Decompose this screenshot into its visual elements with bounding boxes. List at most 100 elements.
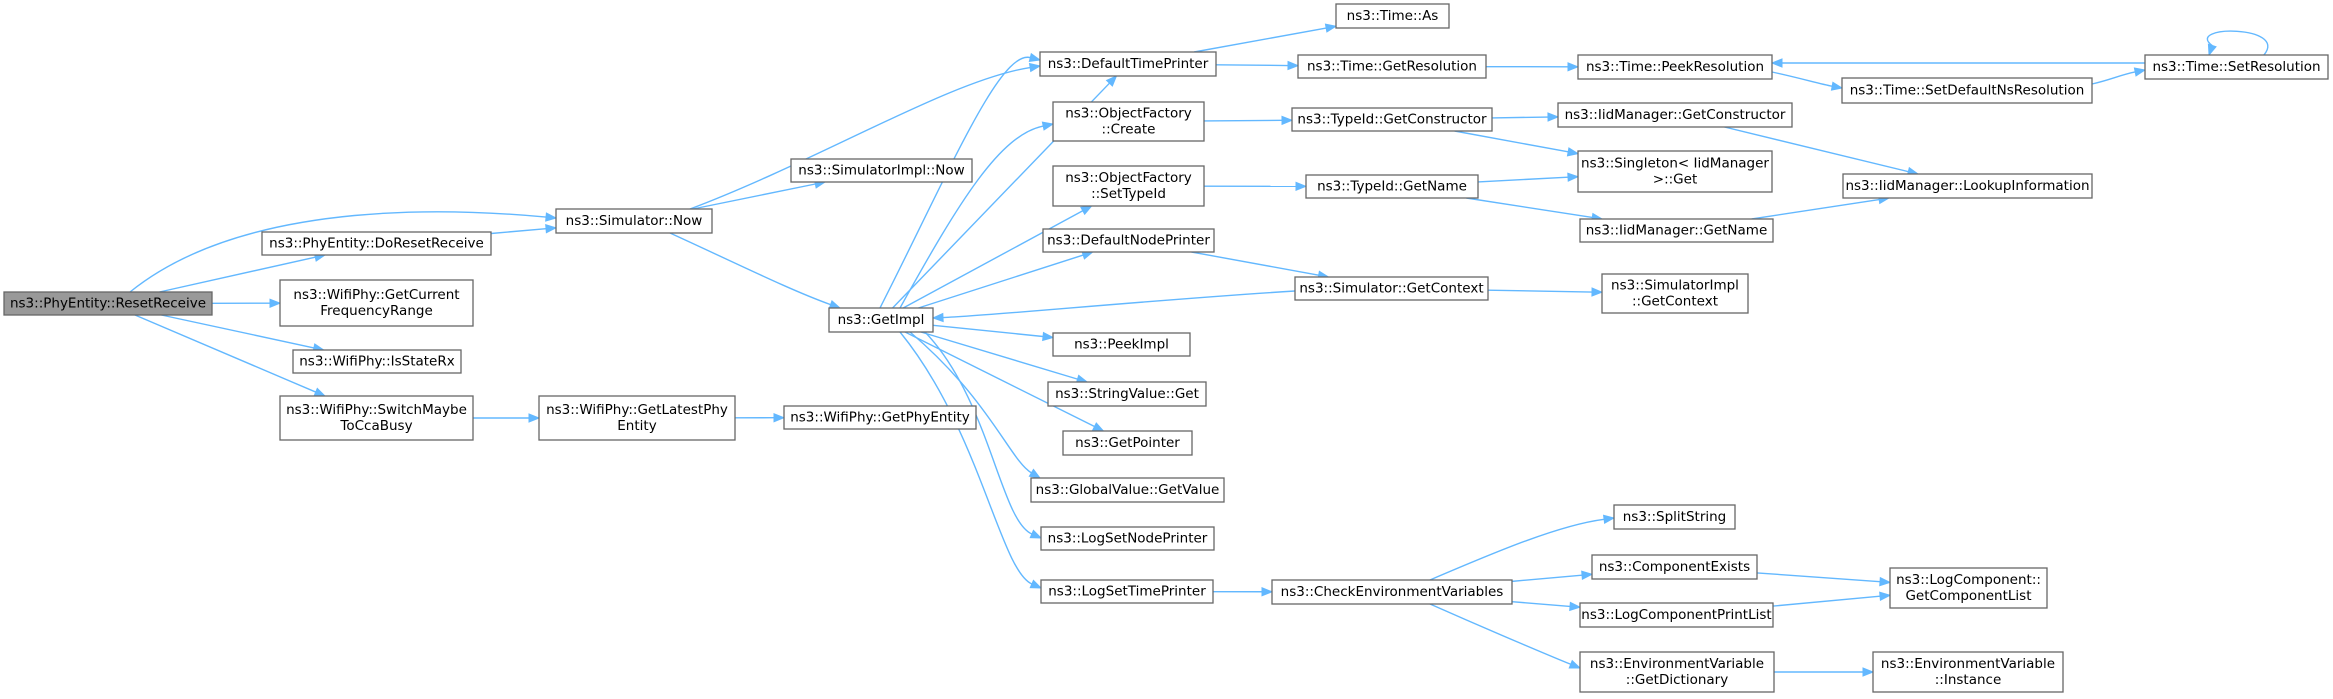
node-checkenvironmentvariables[interactable]: ns3::CheckEnvironmentVariables [1271, 579, 1513, 605]
node-logcomponent-getcomponentlist[interactable]: ns3::LogComponent::GetComponentList [1889, 567, 2048, 609]
edge-phyentity-resetreceive-to-wifiphy-switchmaybetoccabusy [134, 314, 327, 397]
edge-line [1487, 289, 1593, 293]
node-defaultnodeprinter[interactable]: ns3::DefaultNodePrinter [1042, 228, 1215, 253]
node-splitstring[interactable]: ns3::SplitString [1613, 504, 1736, 530]
arrowhead [1028, 52, 1042, 63]
arrowhead [1028, 468, 1042, 479]
node-time-setdefaultnsresolution[interactable]: ns3::Time::SetDefaultNsResolution [1841, 77, 2093, 104]
edge-wifiphy-switchmaybetoccabusy-to-wifiphy-getlatestphyentity [473, 413, 541, 423]
node-objectfactory-create[interactable]: ns3::ObjectFactory::Create [1052, 101, 1205, 142]
arrowhead [1029, 529, 1043, 539]
node-label: ns3::SimulatorImpl::Now [798, 163, 964, 179]
node-logsettimeprinter[interactable]: ns3::LogSetTimePrinter [1040, 579, 1214, 604]
node-iidmanager-getconstructor[interactable]: ns3::IidManager::GetConstructor [1557, 102, 1793, 128]
edge-line [1511, 601, 1571, 608]
node-typeid-getconstructor[interactable]: ns3::TypeId::GetConstructor [1291, 107, 1493, 132]
arrowhead [1567, 62, 1580, 72]
node-label: ns3::ObjectFactory [1065, 170, 1192, 186]
edge-line [924, 331, 1033, 535]
node-iidmanager-lookupinformation[interactable]: ns3::IidManager::LookupInformation [1842, 173, 2093, 199]
node-time-as[interactable]: ns3::Time::As [1335, 3, 1450, 29]
node-label: ns3::WifiPhy::GetCurrent [293, 287, 459, 303]
node-phyentity-doresetreceive[interactable]: ns3::PhyEntity::DoResetReceive [261, 231, 492, 256]
arrowhead [2133, 67, 2147, 77]
node-time-peekresolution[interactable]: ns3::Time::PeekResolution [1577, 54, 1773, 80]
edge-line [1194, 27, 1327, 53]
arrowhead [1105, 75, 1118, 87]
node-box [261, 231, 492, 256]
arrowhead [773, 412, 786, 423]
edge-line [134, 314, 316, 393]
node-time-getresolution[interactable]: ns3::Time::GetResolution [1297, 54, 1487, 79]
node-phyentity-resetreceive[interactable]: ns3::PhyEntity::ResetReceive [3, 291, 213, 316]
edge-line [1429, 518, 1605, 581]
arrowhead [1287, 60, 1300, 71]
node-wifiphy-isstaterx[interactable]: ns3::WifiPhy::IsStateRx [292, 349, 462, 374]
edge-line [1724, 126, 1909, 173]
edge-getimpl-to-stringvalue-get [920, 331, 1089, 384]
edge-line [669, 232, 831, 306]
node-time-setresolution[interactable]: ns3::Time::SetResolution [2144, 54, 2329, 80]
node-wifiphy-getphyentity[interactable]: ns3::WifiPhy::GetPhyEntity [783, 405, 977, 430]
node-objectfactory-settypeid[interactable]: ns3::ObjectFactory::SetTypeId [1052, 165, 1205, 207]
edge-simulator-now-to-getimpl [669, 232, 842, 309]
edge-line [692, 183, 816, 210]
node-simulatorimpl-now[interactable]: ns3::SimulatorImpl::Now [790, 158, 973, 183]
edge-time-setresolution-to-time-setresolution [2206, 30, 2269, 57]
node-logcomponentprintlist[interactable]: ns3::LogComponentPrintList [1579, 602, 1774, 628]
edge-line [1772, 595, 1881, 607]
edge-getimpl-to-globalvalue-getvalue [909, 331, 1042, 479]
node-label: ::SetTypeId [1091, 186, 1166, 202]
edge-line [1215, 64, 1289, 67]
edge-typeid-getconstructor-to-iidmanager-getconstructor [1491, 112, 1560, 122]
node-label: ns3::EnvironmentVariable [1590, 656, 1764, 672]
node-box [1842, 173, 2093, 199]
node-box [1305, 174, 1479, 199]
node-box [1047, 381, 1207, 407]
edge-time-setresolution-to-time-peekresolution [1770, 58, 2145, 68]
node-logsetnodeprinter[interactable]: ns3::LogSetNodePrinter [1040, 526, 1215, 551]
node-stringvalue-get[interactable]: ns3::StringValue::Get [1047, 381, 1207, 407]
node-box [1294, 276, 1489, 301]
node-simulatorimpl-getcontext[interactable]: ns3::SimulatorImpl::GetContext [1601, 273, 1749, 314]
node-box [1052, 332, 1191, 357]
node-box [1579, 651, 1775, 693]
edge-line [909, 331, 1032, 474]
node-simulator-now[interactable]: ns3::Simulator::Now [555, 208, 713, 234]
node-label: ns3::Time::PeekResolution [1586, 59, 1764, 75]
node-box [1040, 579, 1214, 604]
node-peekimpl[interactable]: ns3::PeekImpl [1052, 332, 1191, 357]
node-label: ns3::TypeId::GetName [1317, 179, 1467, 195]
node-getimpl[interactable]: ns3::GetImpl [828, 307, 934, 333]
node-label: ns3::ComponentExists [1599, 559, 1750, 575]
node-defaulttimeprinter[interactable]: ns3::DefaultTimePrinter [1039, 51, 1217, 77]
node-label: ns3::IidManager::GetName [1586, 223, 1768, 239]
node-environmentvariable-instance[interactable]: ns3::EnvironmentVariable::Instance [1872, 651, 2064, 693]
node-iidmanager-getname[interactable]: ns3::IidManager::GetName [1579, 218, 1774, 243]
edge-objectfactory-settypeid-to-typeid-getname [1203, 181, 1308, 192]
node-label: ns3::Singleton< IidManager [1581, 156, 1769, 172]
edge-line [2091, 71, 2136, 85]
node-label: ns3::WifiPhy::GetLatestPhy [546, 402, 728, 418]
node-globalvalue-getvalue[interactable]: ns3::GlobalValue::GetValue [1030, 477, 1225, 503]
node-box [292, 349, 462, 374]
node-box [1889, 567, 2048, 609]
edge-phyentity-resetreceive-to-wifiphy-getcurrentfrequencyrange [211, 298, 282, 308]
node-componentexists[interactable]: ns3::ComponentExists [1591, 554, 1758, 580]
node-label: ::Create [1102, 122, 1156, 138]
self-loop-line [2206, 30, 2269, 56]
node-label: ns3::PhyEntity::DoResetReceive [269, 236, 484, 252]
node-simulator-getcontext[interactable]: ns3::Simulator::GetContext [1294, 276, 1489, 301]
arrowhead [1324, 23, 1338, 33]
node-label: ns3::SplitString [1623, 509, 1727, 525]
node-box [1291, 107, 1493, 132]
node-environmentvariable-getdictionary[interactable]: ns3::EnvironmentVariable::GetDictionary [1579, 651, 1775, 693]
node-typeid-getname[interactable]: ns3::TypeId::GetName [1305, 174, 1479, 199]
node-label: ::Instance [1935, 672, 2002, 688]
node-getpointer[interactable]: ns3::GetPointer [1062, 430, 1193, 456]
node-singleton-get[interactable]: ns3::Singleton< IidManager >::Get [1577, 150, 1773, 193]
node-label: ns3::ObjectFactory [1065, 106, 1192, 122]
